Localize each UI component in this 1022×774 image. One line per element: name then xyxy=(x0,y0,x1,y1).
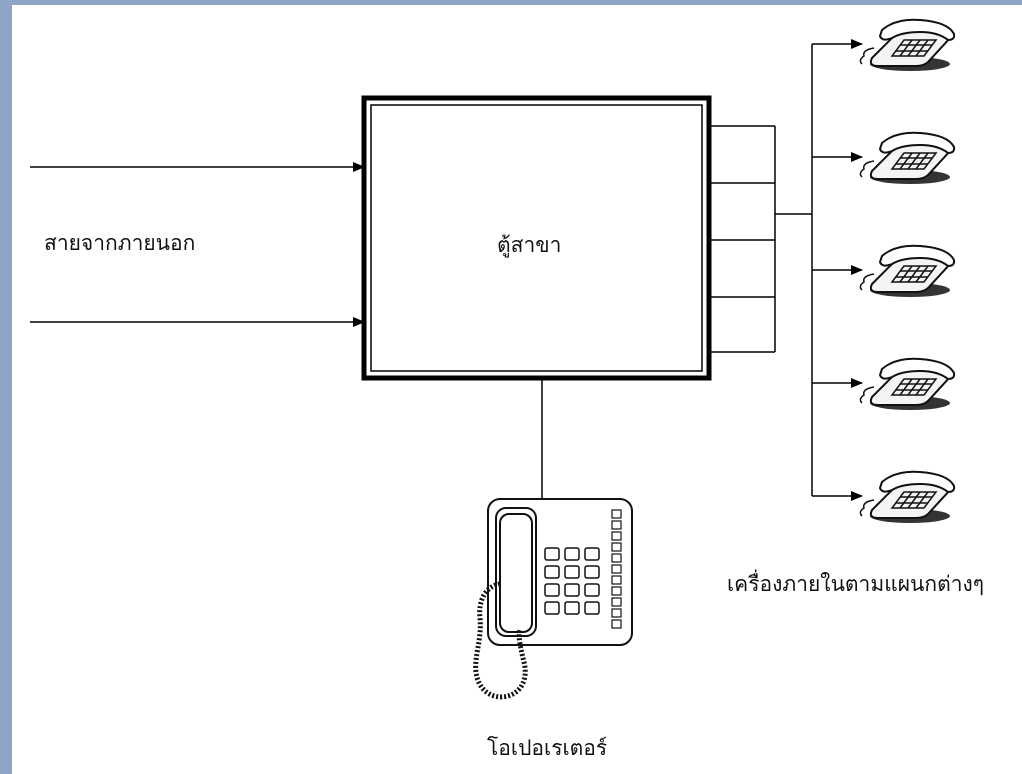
operator-phone-console-icon xyxy=(473,498,633,700)
desk-phone-icon xyxy=(859,470,956,524)
extension-branch-arrows xyxy=(812,39,863,501)
pbx-box xyxy=(361,95,712,381)
top-border-strip xyxy=(0,0,1022,5)
pbx-extension-wiring xyxy=(709,44,813,496)
operator-label: โอเปอเรเตอร์ xyxy=(487,736,608,760)
pbx-label: ตู้สาขา xyxy=(497,233,562,257)
desk-phone-icon xyxy=(859,357,956,411)
desk-phone-icon xyxy=(859,131,956,185)
desk-phone-icon xyxy=(859,18,956,72)
outside-lines-label: สายจากภายนอก xyxy=(44,231,196,255)
extensions-label: เครื่องภายในตามแผนกต่างๆ xyxy=(727,572,985,596)
desk-phone-icon xyxy=(859,244,956,298)
left-border-strip xyxy=(0,0,12,774)
